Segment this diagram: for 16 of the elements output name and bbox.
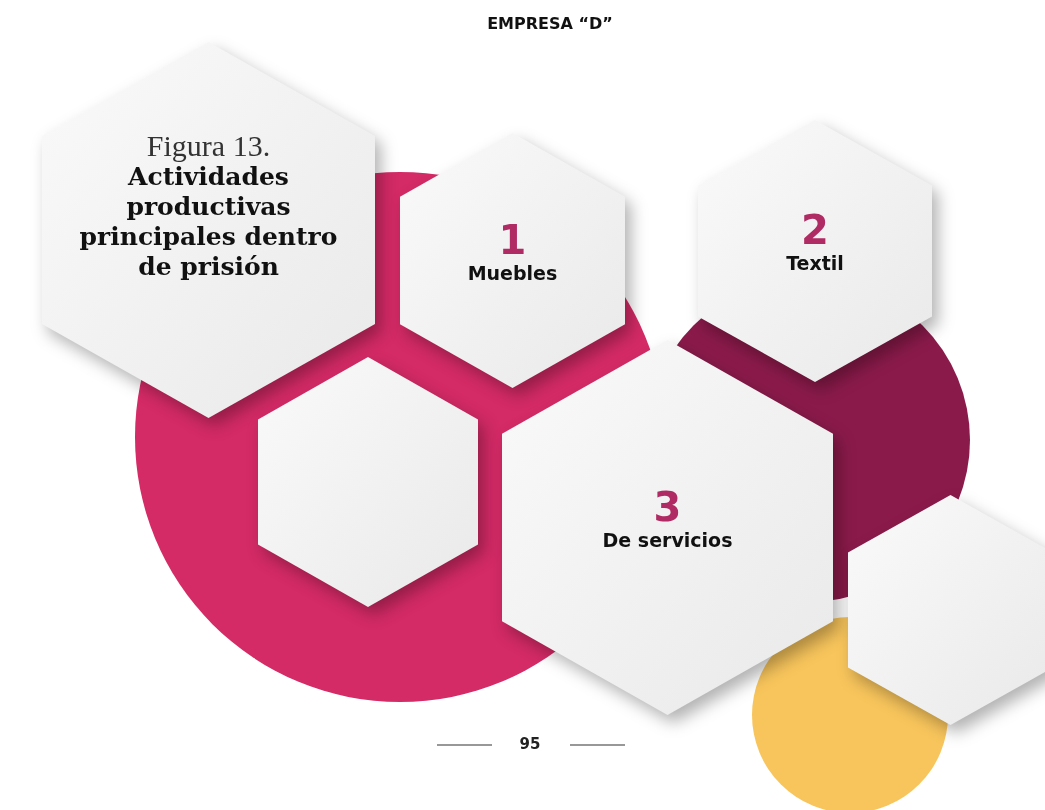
hexagon-tile (502, 340, 833, 715)
hexagon-tile (698, 120, 932, 382)
figure-label: Figura 13. (146, 128, 271, 162)
hexagon-tile (258, 357, 478, 607)
hexagon-tile (42, 42, 375, 418)
hexagon-tile (848, 495, 1045, 725)
item-number: 2 (801, 208, 829, 252)
item-label: De servicios (602, 528, 733, 551)
page-number: 95 (518, 735, 542, 753)
item-label: Textil (786, 252, 844, 274)
item-number: 3 (653, 484, 682, 529)
figure-title: Actividades productivas principales dentro de prisión (78, 161, 339, 282)
page-header: EMPRESA “D” (486, 14, 614, 33)
item-label: Muebles (467, 261, 558, 284)
item-number: 1 (498, 217, 527, 262)
hexagon-tile (400, 133, 625, 388)
